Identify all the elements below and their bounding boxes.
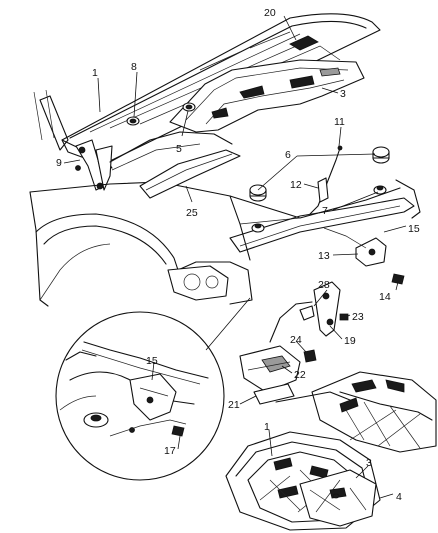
- detail-inset-circle: [55, 311, 225, 481]
- callout-5: 5: [176, 143, 182, 155]
- hood-bumper-8: [126, 116, 140, 126]
- hood-underside-view: [275, 371, 437, 453]
- callout-14: 14: [379, 291, 391, 303]
- hood-latch-striker: [289, 35, 319, 51]
- headlamp: [167, 265, 229, 301]
- callout-17: 17: [164, 445, 176, 457]
- hood-bumper-5: [182, 102, 196, 112]
- hood-seal-25: [139, 149, 241, 199]
- callout-1: 1: [92, 67, 98, 79]
- callout-21: 21: [228, 399, 240, 411]
- callout-19: 19: [344, 335, 356, 347]
- callout-24: 24: [290, 334, 302, 346]
- hood-bumper-6a: [249, 184, 267, 202]
- hood-bumper-lower: [251, 223, 265, 233]
- hood-hinge: [75, 139, 113, 191]
- front-fender: [29, 181, 401, 307]
- callout-1-bottom: 1: [264, 421, 270, 433]
- callout-9: 9: [56, 157, 62, 169]
- hood-side-edge: [39, 95, 69, 151]
- callout-6: 6: [285, 149, 291, 161]
- latch-bolt: [391, 273, 405, 285]
- callout-15: 15: [408, 223, 420, 235]
- prop-rod-clip: [317, 177, 329, 203]
- callout-8: 8: [131, 61, 137, 73]
- callout-13: 13: [318, 250, 330, 262]
- callout-12: 12: [290, 179, 302, 191]
- prop-rod-pivot: [337, 145, 343, 151]
- hood-bottom-view: [225, 431, 381, 531]
- latch-release-cable: [323, 227, 367, 249]
- callout-3-bottom: 3: [366, 457, 372, 469]
- safety-catch-assembly: [269, 281, 349, 343]
- callout-11: 11: [334, 116, 345, 128]
- hood-inner-reinforcement: [169, 59, 365, 133]
- cowl-panel: [109, 131, 233, 163]
- leader-lines: [63, 15, 407, 499]
- bumper-24: [303, 349, 317, 363]
- callout-4: 4: [396, 491, 402, 503]
- callout-3: 3: [340, 88, 346, 100]
- callout-23: 23: [352, 311, 364, 323]
- callout-7: 7: [322, 205, 328, 217]
- callout-25: 25: [186, 207, 198, 219]
- latch-bracket: [239, 345, 301, 405]
- callout-labels: 1 3 5 6 7 8 9 11 12 13 14 15 17 19 20 21…: [56, 7, 420, 503]
- callout-28: 28: [318, 279, 330, 291]
- hood-bumper-6b: [372, 146, 390, 164]
- detail-link-line: [205, 297, 251, 351]
- callout-15-detail: 15: [146, 355, 158, 367]
- callout-22: 22: [294, 369, 306, 381]
- callout-20: 20: [264, 7, 276, 19]
- radiator-support: [229, 179, 421, 253]
- hood-latch: [355, 237, 387, 267]
